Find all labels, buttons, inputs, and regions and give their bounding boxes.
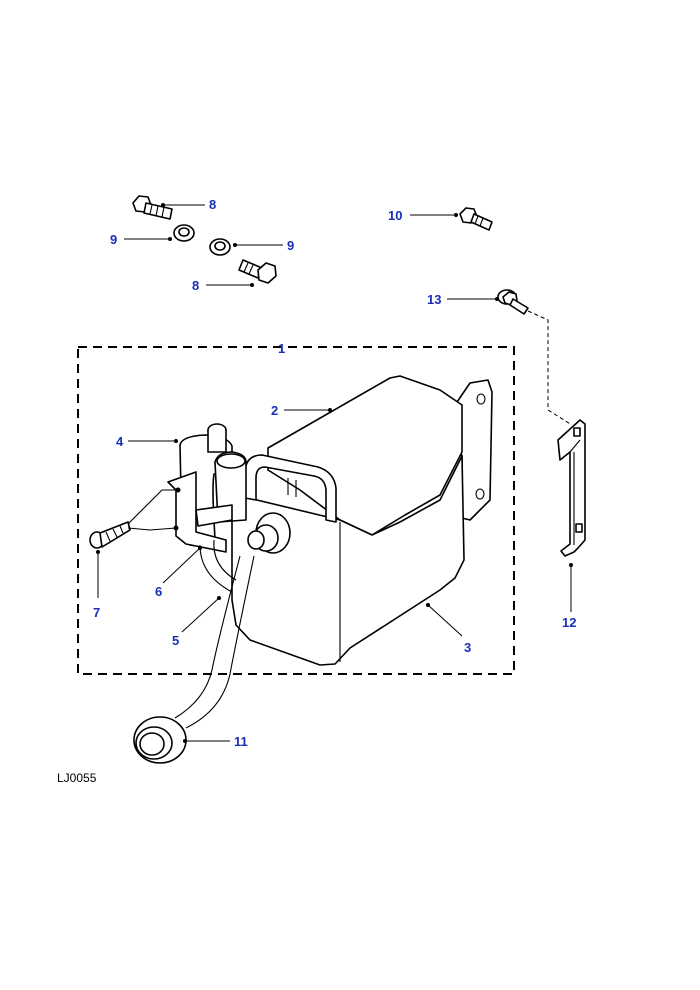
- mounting-bracket-12: [557, 419, 586, 557]
- flange-bolt-upper: [132, 195, 173, 220]
- reference-code: LJ0055: [57, 771, 97, 785]
- callout-1: 1: [278, 341, 285, 356]
- alignment-line: [527, 310, 573, 426]
- callout-3: 3: [464, 640, 471, 655]
- leader-lines: [96, 203, 573, 743]
- screw-7: [89, 521, 131, 549]
- bolt-10: [459, 207, 493, 231]
- hose-connector: [247, 512, 291, 554]
- flange-nut-lower: [209, 238, 231, 256]
- callout-7: 7: [93, 605, 100, 620]
- callout-8-upper: 8: [209, 197, 216, 212]
- bolt-13: [497, 289, 529, 315]
- callout-12: 12: [562, 615, 576, 630]
- callout-11: 11: [234, 734, 248, 749]
- cap-11: [133, 716, 187, 764]
- flange-nut-upper: [173, 224, 195, 242]
- hose-to-cap-11: [174, 555, 255, 729]
- callout-13: 13: [427, 292, 441, 307]
- callout-9-left: 9: [110, 232, 117, 247]
- flange-bolt-lower: [238, 259, 277, 284]
- callout-labels: 1 2 3 4 5 6 7 8 8 9 9 10 11 12 13: [93, 197, 576, 749]
- assembly-boundary: [77, 346, 515, 675]
- screw-alignment: [127, 489, 178, 531]
- callout-2: 2: [271, 403, 278, 418]
- callout-5: 5: [172, 633, 179, 648]
- canister-housing: [231, 375, 493, 666]
- callout-6: 6: [155, 584, 162, 599]
- retaining-clip-6: [167, 471, 233, 553]
- callout-8-lower: 8: [192, 278, 199, 293]
- callout-9-right: 9: [287, 238, 294, 253]
- callout-10: 10: [388, 208, 402, 223]
- callout-4: 4: [116, 434, 124, 449]
